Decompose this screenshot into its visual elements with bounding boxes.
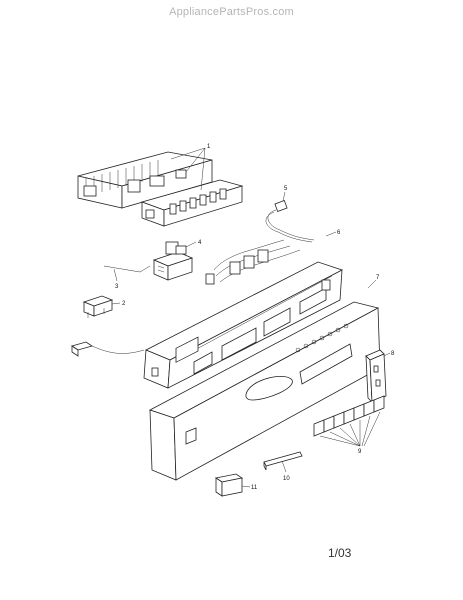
part-2-bracket <box>82 295 114 318</box>
date-code: 1/03 <box>328 546 352 560</box>
part-4-switch <box>152 241 194 281</box>
part-3-wire <box>103 265 151 273</box>
callout-7: 7 <box>376 275 380 281</box>
callout-11: 11 <box>251 485 258 491</box>
callout-3: 3 <box>115 284 119 290</box>
part-10-trim <box>263 451 303 471</box>
loose-connector <box>71 341 145 357</box>
callout-5: 5 <box>284 186 288 192</box>
callout-2: 2 <box>122 301 126 307</box>
part-6-frame <box>143 239 344 389</box>
part-9-buttons <box>313 395 385 437</box>
callout-8: 8 <box>391 351 395 357</box>
callout-4: 4 <box>198 240 202 246</box>
callout-10: 10 <box>283 476 290 482</box>
callout-9: 9 <box>358 449 362 455</box>
watermark-text: AppliancePartsPros.com <box>169 6 294 18</box>
part-8-endcap <box>365 349 387 404</box>
callout-6: 6 <box>337 230 341 236</box>
part-1-control-module <box>77 151 244 227</box>
part-11-block <box>214 473 244 497</box>
part-5-harness <box>265 200 315 243</box>
part-7-facia <box>148 301 381 481</box>
callout-1: 1 <box>207 144 211 150</box>
